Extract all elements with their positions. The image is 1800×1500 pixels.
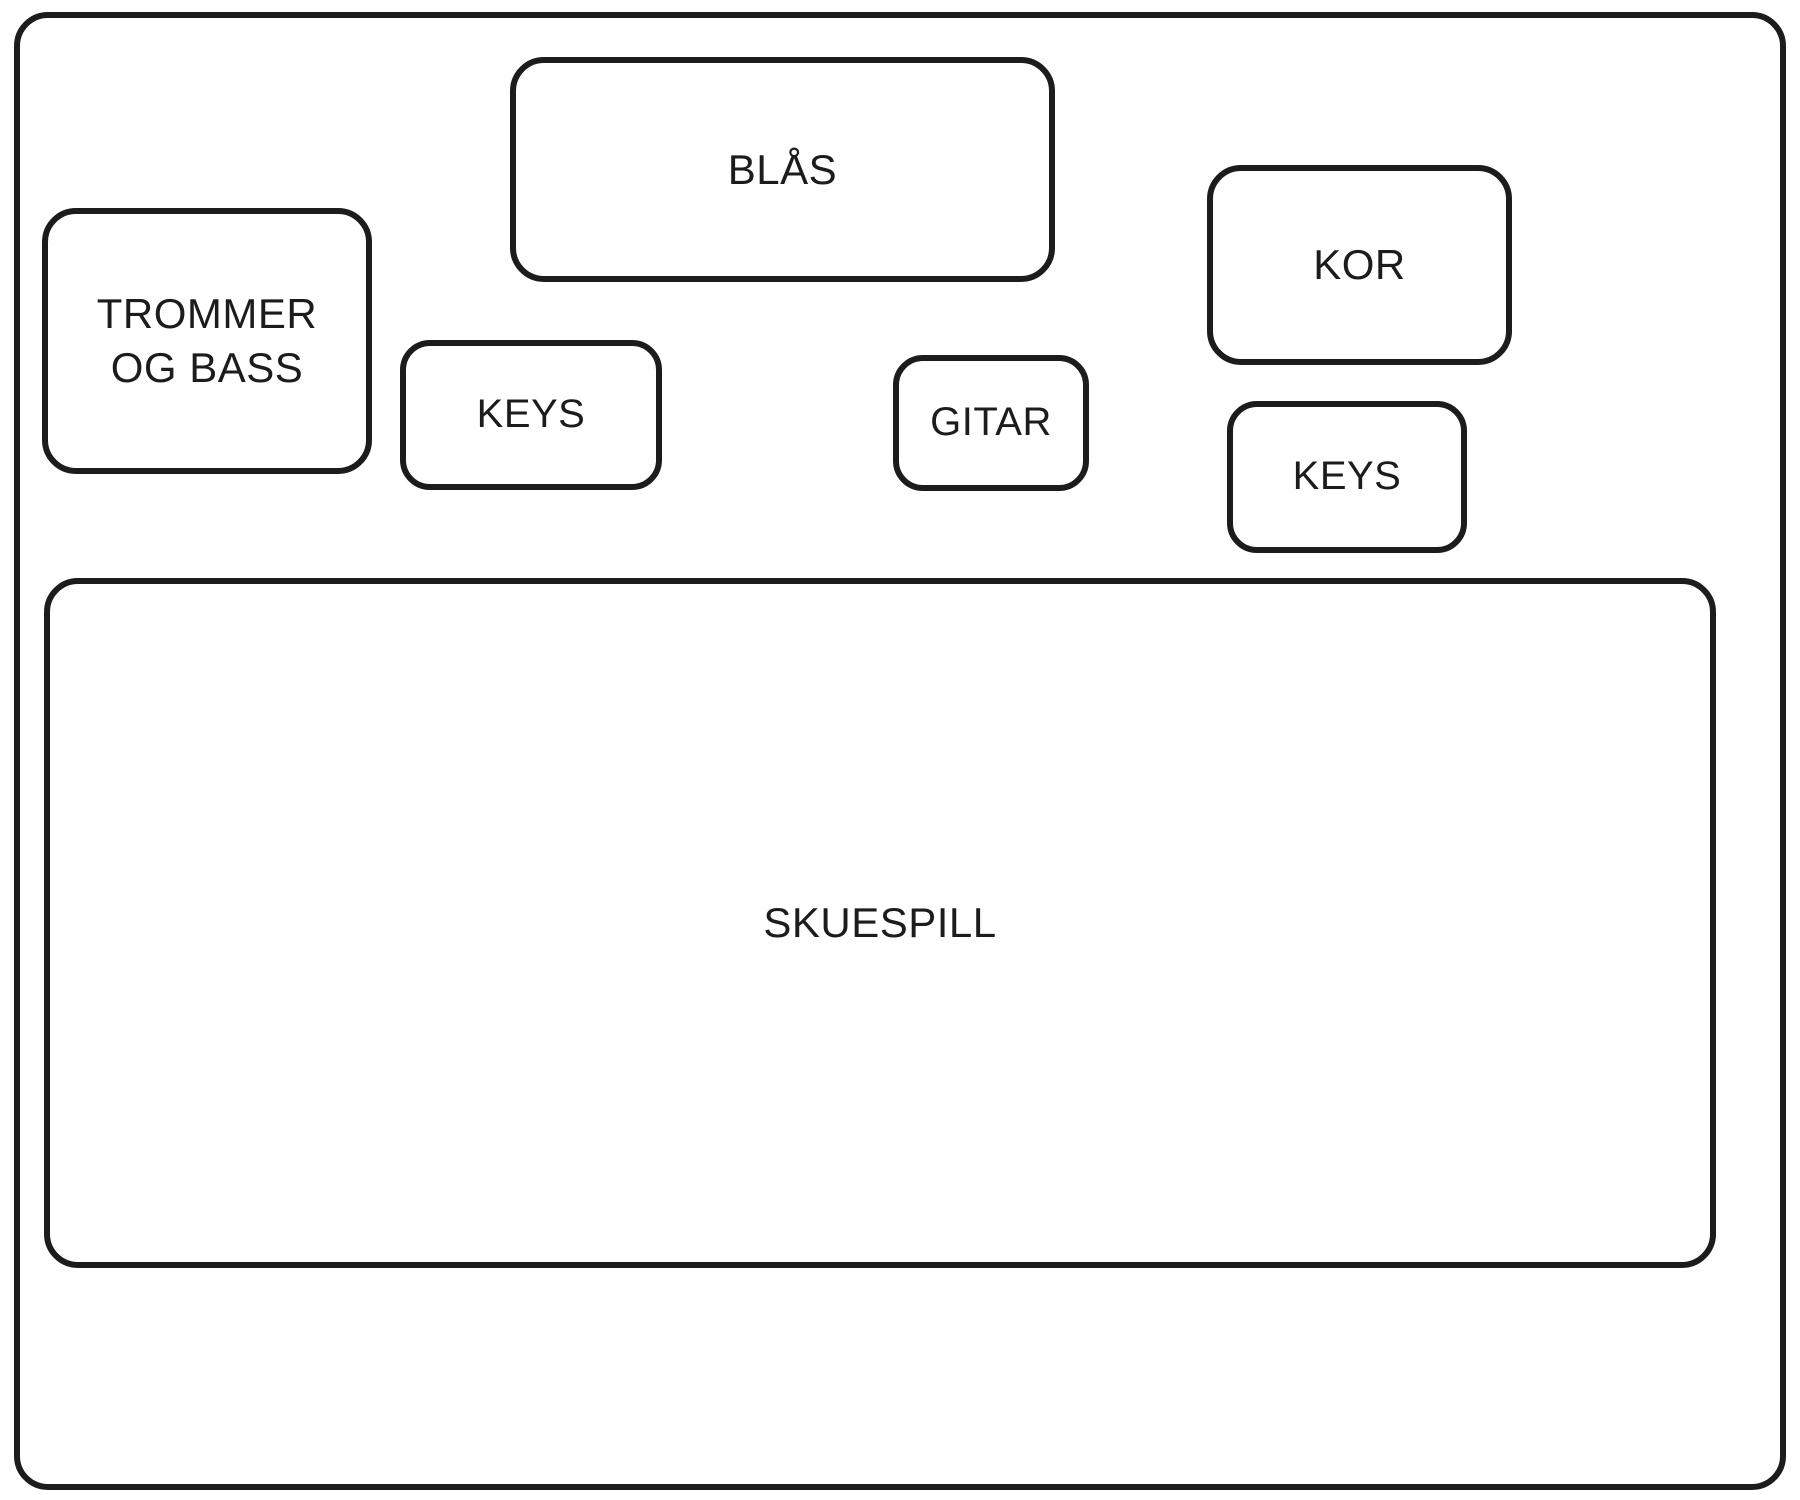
node-keys-right[interactable]: KEYS <box>1227 401 1467 553</box>
node-gitar[interactable]: GITAR <box>893 355 1089 491</box>
node-keys-right-label: KEYS <box>1292 454 1402 499</box>
node-skuespill-label: SKUESPILL <box>763 899 997 947</box>
node-trommer-og-bass[interactable]: TROMMER OG BASS <box>42 208 372 474</box>
node-kor[interactable]: KOR <box>1207 165 1512 365</box>
node-skuespill[interactable]: SKUESPILL <box>44 578 1716 1268</box>
node-gitar-label: GITAR <box>930 400 1052 445</box>
node-keys-center[interactable]: KEYS <box>400 340 662 490</box>
node-blas-label: BLÅS <box>727 145 838 193</box>
node-kor-label: KOR <box>1313 241 1406 289</box>
node-keys-center-label: KEYS <box>476 392 586 437</box>
node-trommer-og-bass-label: TROMMER OG BASS <box>96 290 318 391</box>
node-blas[interactable]: BLÅS <box>510 57 1055 282</box>
